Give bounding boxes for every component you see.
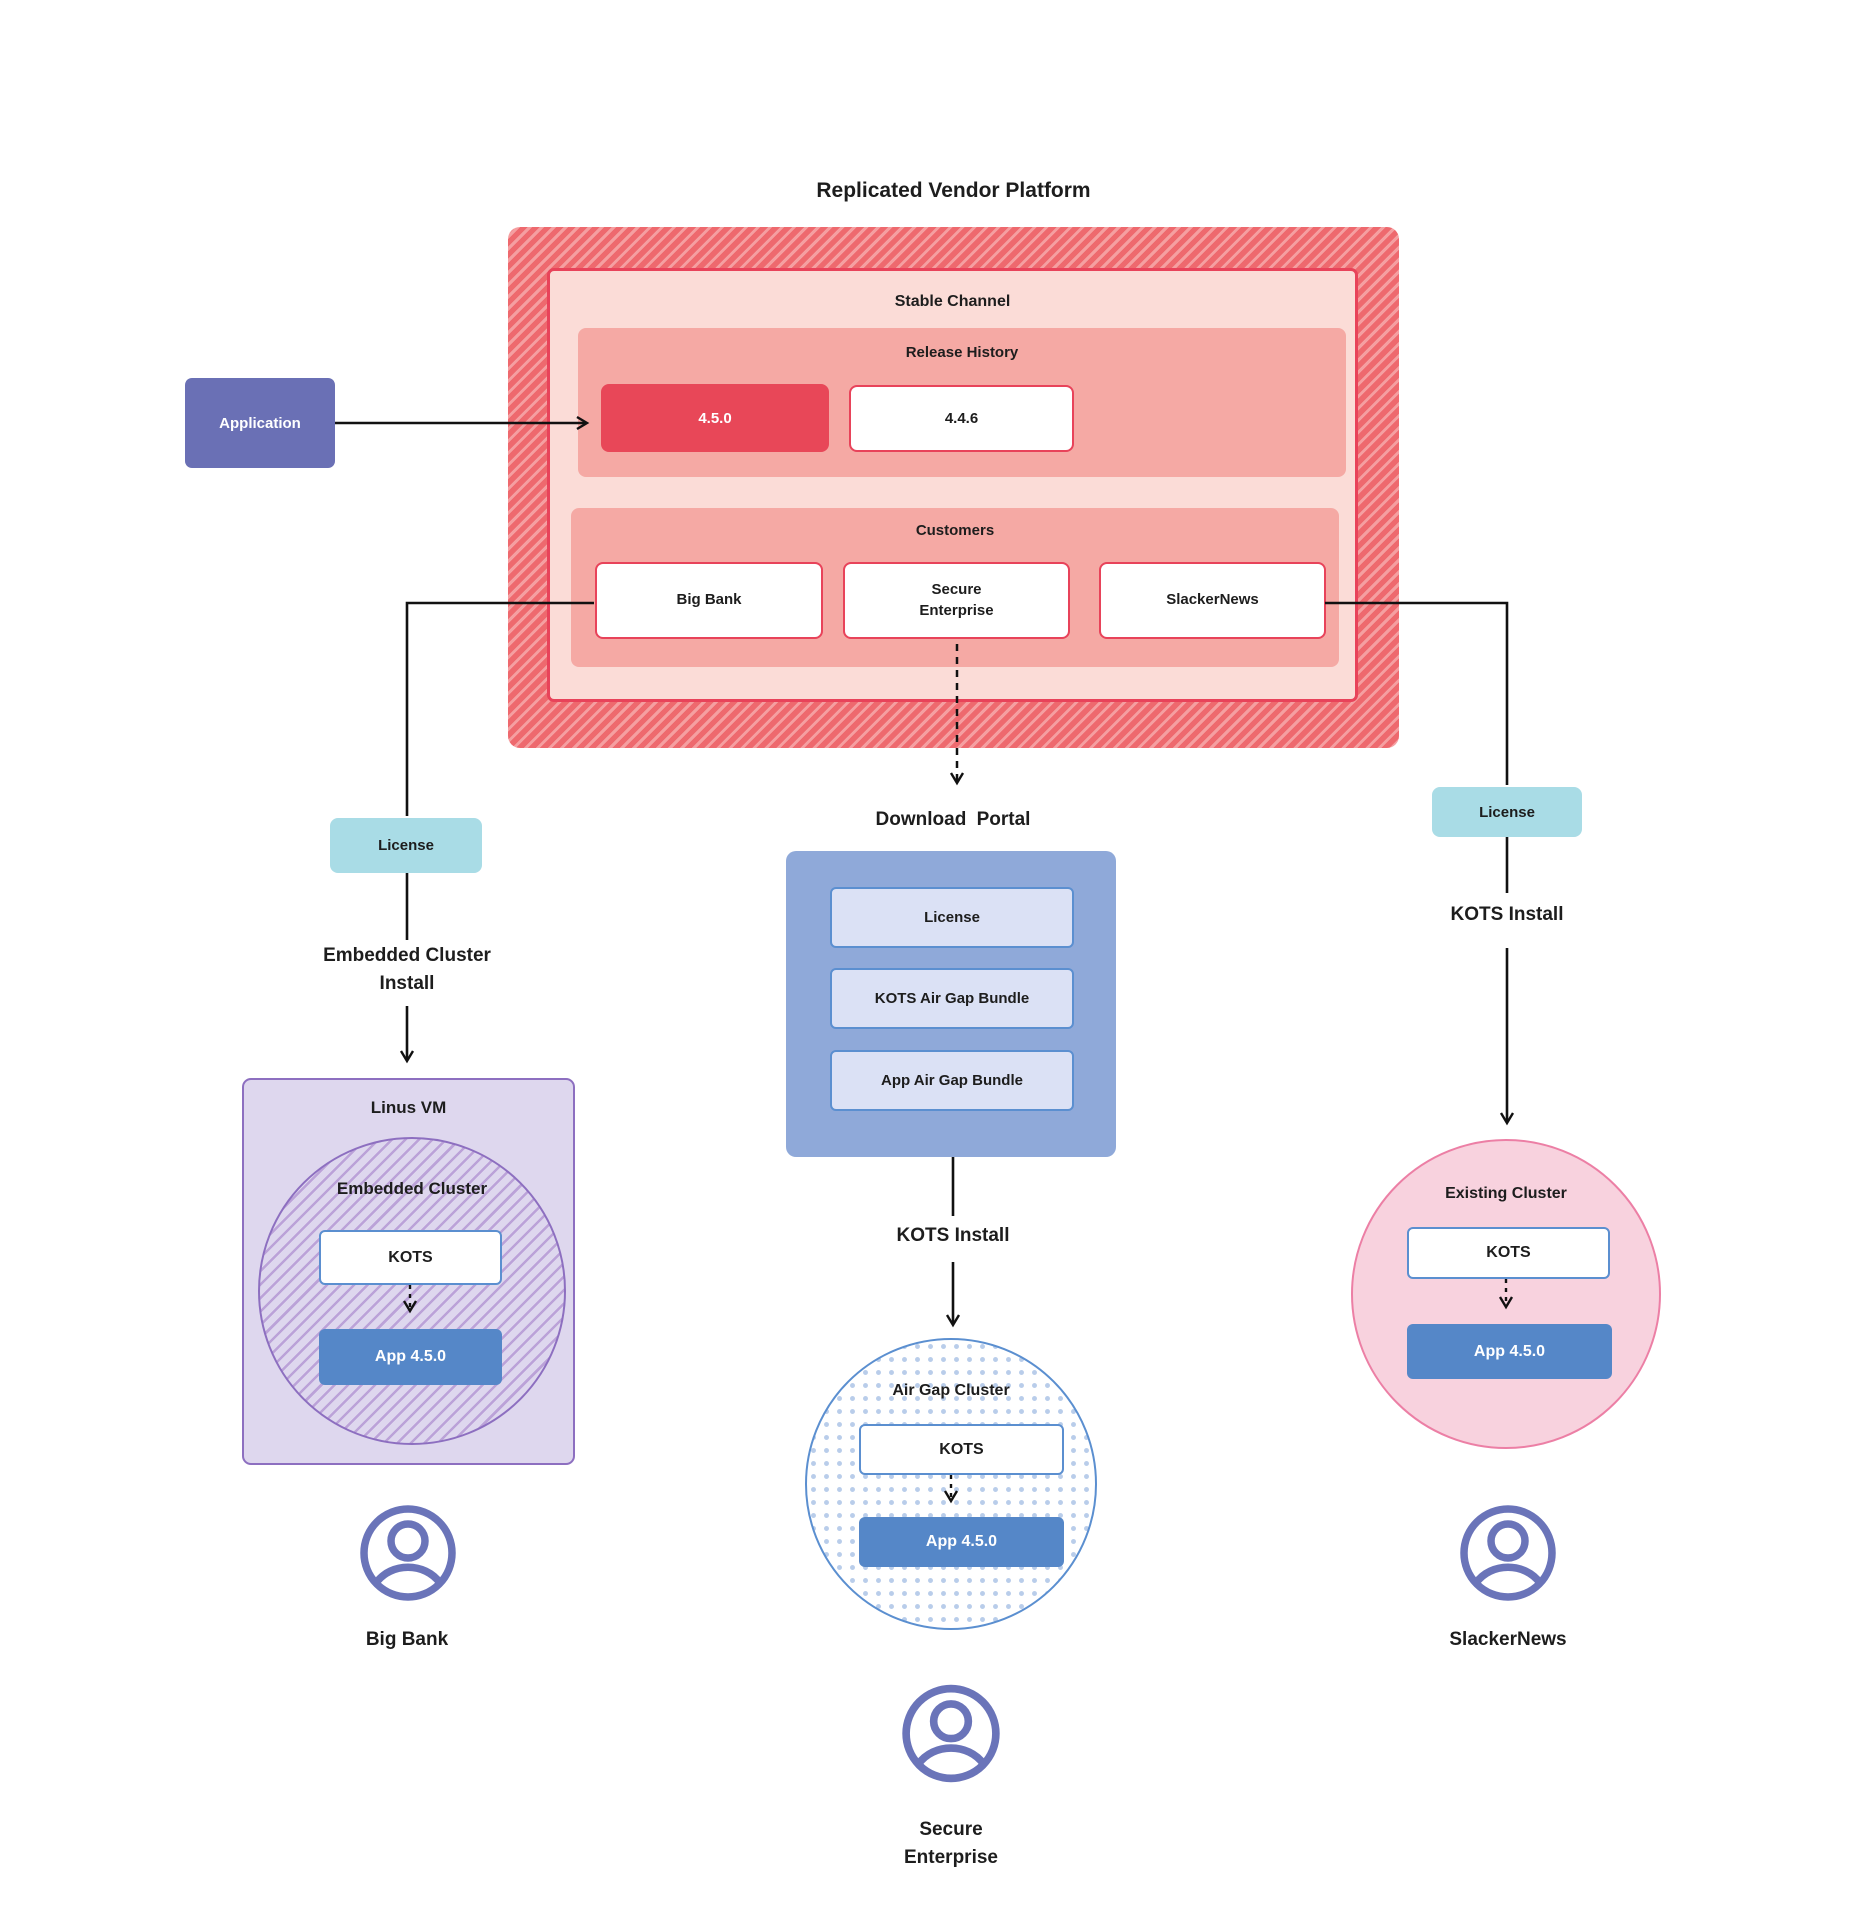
user-icon bbox=[360, 1505, 456, 1601]
kots-install-label-middle: KOTS Install bbox=[896, 1225, 1010, 1246]
release-previous-box: 4.4.6 bbox=[849, 385, 1074, 452]
platform-box: Stable Channel Release History 4.5.0 4.4… bbox=[508, 227, 1399, 748]
page-title: Replicated Vendor Platform bbox=[816, 179, 1091, 202]
app-chip-left: App 4.5.0 bbox=[319, 1329, 502, 1385]
release-history-label: Release History bbox=[905, 344, 1019, 361]
license-chip-left: License bbox=[330, 818, 482, 873]
user-icon bbox=[1460, 1505, 1556, 1601]
customer-name-slackernews: SlackerNews bbox=[1449, 1629, 1567, 1650]
customer-box-big-bank: Big Bank bbox=[595, 562, 823, 639]
linus-vm-label: Linus VM bbox=[370, 1098, 447, 1117]
linus-vm-box: Linus VM Embedded Cluster KOTS App 4.5.0 bbox=[242, 1078, 575, 1465]
kots-box-middle: KOTS bbox=[859, 1424, 1064, 1475]
kots-label: KOTS bbox=[939, 1440, 984, 1458]
customer-box-slackernews: SlackerNews bbox=[1099, 562, 1326, 639]
license-label: License bbox=[378, 837, 434, 854]
existing-cluster-circle: Existing Cluster KOTS App 4.5.0 bbox=[1351, 1139, 1661, 1449]
release-current-version: 4.5.0 bbox=[698, 409, 732, 427]
download-portal-box: License KOTS Air Gap Bundle App Air Gap … bbox=[786, 851, 1116, 1157]
kots-install-label-right: KOTS Install bbox=[1450, 904, 1564, 925]
app-chip-right: App 4.5.0 bbox=[1407, 1324, 1612, 1379]
customer-name: Big Bank bbox=[676, 591, 742, 609]
portal-item-kots-air-gap-bundle: KOTS Air Gap Bundle bbox=[830, 968, 1074, 1029]
application-label: Application bbox=[219, 414, 301, 432]
license-chip-right: License bbox=[1432, 787, 1582, 837]
customer-name-big-bank: Big Bank bbox=[365, 1629, 449, 1650]
embedded-cluster-label: Embedded Cluster bbox=[336, 1179, 488, 1198]
stable-channel-panel: Stable Channel Release History 4.5.0 4.4… bbox=[547, 268, 1358, 702]
app-version-label: App 4.5.0 bbox=[925, 1533, 998, 1550]
embedded-cluster-install-label: Embedded Cluster Install bbox=[323, 945, 491, 994]
stable-channel-label: Stable Channel bbox=[894, 293, 1011, 310]
air-gap-cluster-label: Air Gap Cluster bbox=[892, 1382, 1010, 1399]
customer-name: Secure Enterprise bbox=[919, 581, 994, 619]
existing-cluster-label: Existing Cluster bbox=[1445, 1185, 1567, 1202]
download-portal-label: Download Portal bbox=[875, 809, 1031, 830]
app-version-label: App 4.5.0 bbox=[1473, 1342, 1546, 1360]
release-previous-version: 4.4.6 bbox=[944, 410, 979, 427]
kots-label: KOTS bbox=[1486, 1244, 1531, 1261]
license-label: License bbox=[1479, 803, 1535, 821]
release-history-panel: Release History 4.5.0 4.4.6 bbox=[578, 328, 1346, 477]
app-chip-middle: App 4.5.0 bbox=[859, 1517, 1064, 1567]
kots-box-left: KOTS bbox=[319, 1230, 502, 1285]
app-version-label: App 4.5.0 bbox=[374, 1348, 447, 1365]
release-current-box: 4.5.0 bbox=[601, 384, 829, 452]
customer-box-secure-enterprise: Secure Enterprise bbox=[843, 562, 1070, 639]
kots-label: KOTS bbox=[388, 1248, 433, 1266]
embedded-cluster-circle: Embedded Cluster bbox=[258, 1137, 566, 1445]
kots-box-right: KOTS bbox=[1407, 1227, 1610, 1279]
application-node: Application bbox=[185, 378, 335, 468]
air-gap-cluster-circle: Air Gap Cluster KOTS App 4.5.0 bbox=[805, 1338, 1097, 1630]
customers-label: Customers bbox=[915, 522, 995, 539]
user-icon bbox=[902, 1684, 1000, 1783]
portal-item-app-air-gap-bundle: App Air Gap Bundle bbox=[830, 1050, 1074, 1111]
customer-name-secure-enterprise: Secure Enterprise bbox=[904, 1819, 998, 1868]
customer-name: SlackerNews bbox=[1166, 591, 1259, 609]
portal-item-license: License bbox=[830, 887, 1074, 948]
customers-panel: Customers Big Bank Secure Enterprise Sla… bbox=[571, 508, 1339, 667]
